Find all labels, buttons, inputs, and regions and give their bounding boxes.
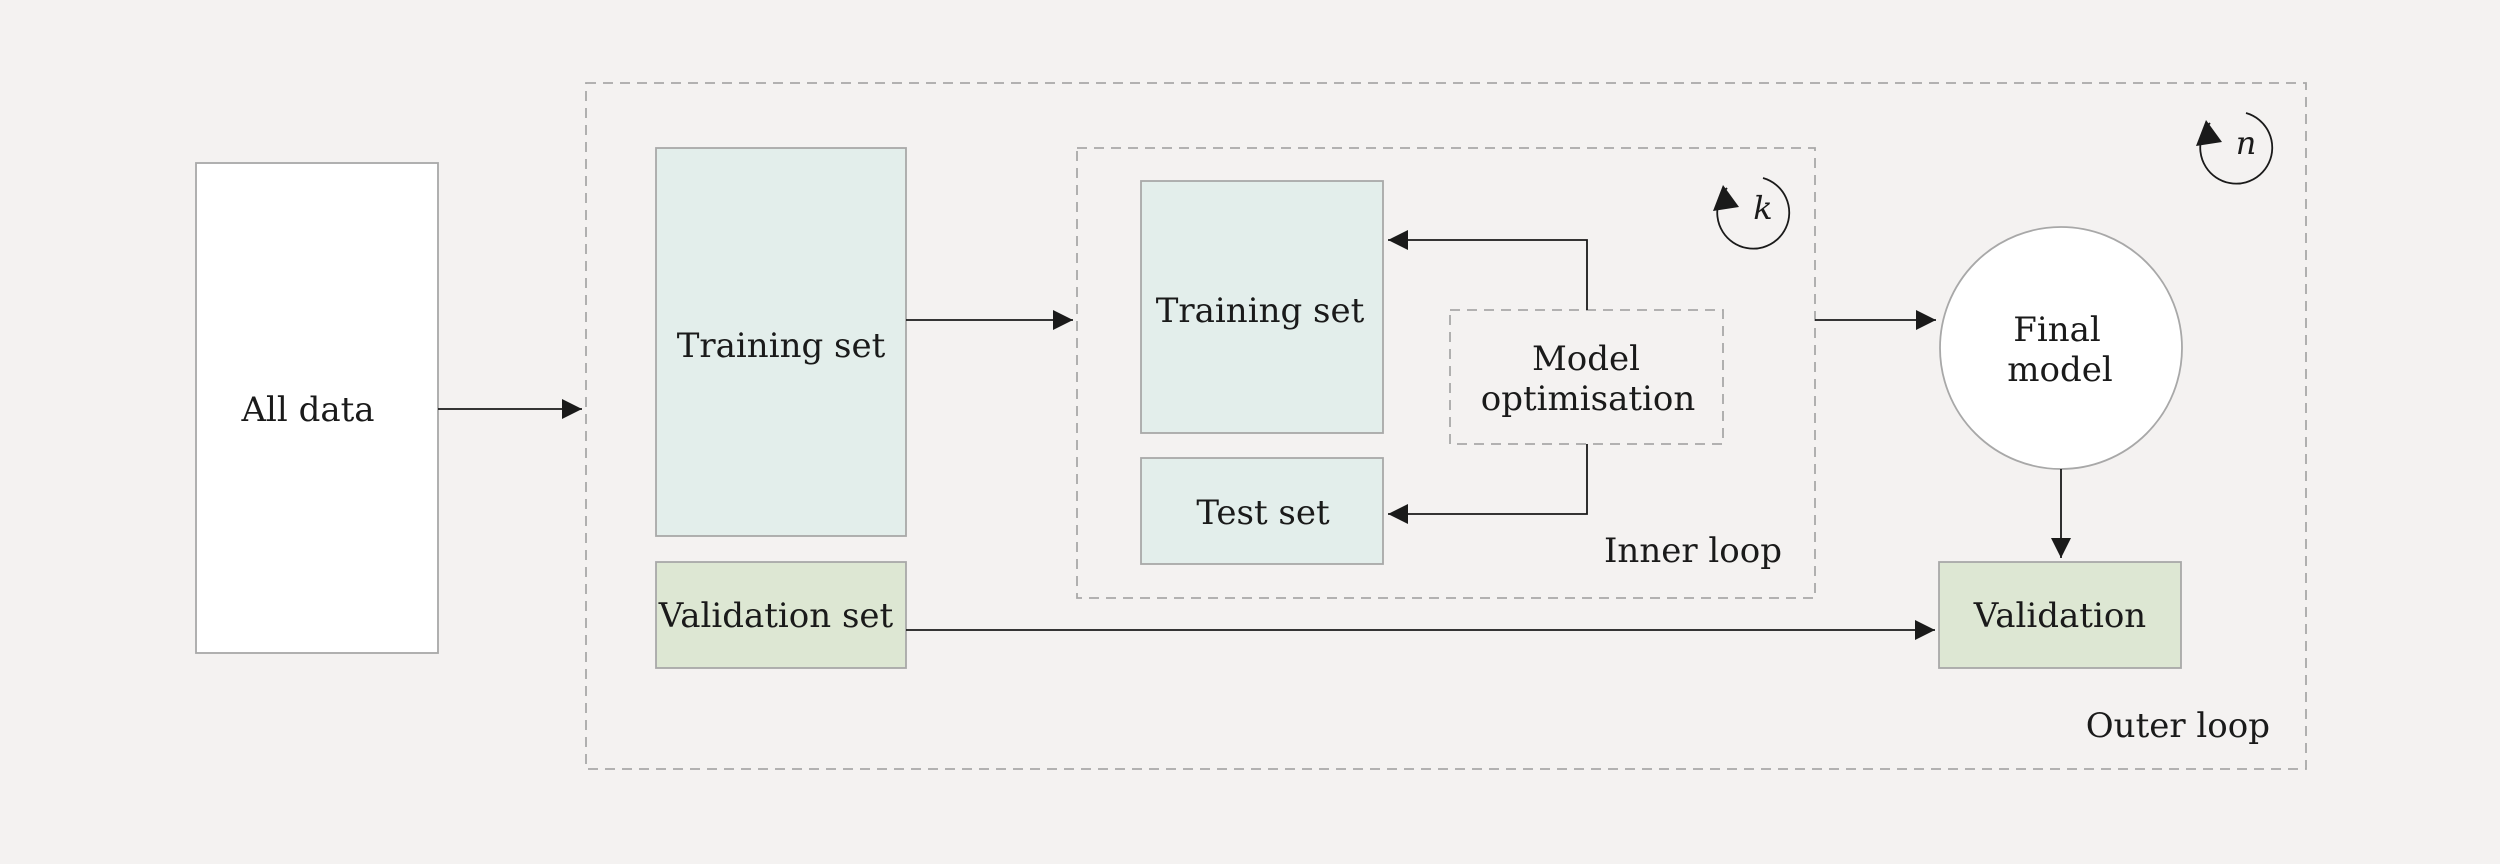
final-model-label-line1: Final (2013, 310, 2101, 350)
validation-label: Validation (1973, 596, 2146, 636)
outer-repeat-icon (2196, 112, 2274, 185)
inner-repeat-count: k (1753, 189, 1772, 227)
test-set-box (1140, 457, 1384, 565)
outer-loop-box (585, 82, 2307, 770)
outer-loop-label: Outer loop (2086, 706, 2270, 746)
inner-repeat-icon (1713, 177, 1791, 250)
inner-loop-box (1076, 147, 1816, 599)
all-data-label: All data (240, 390, 374, 430)
validation-set-label: Validation set (658, 596, 894, 636)
inner-loop-label: Inner loop (1604, 531, 1782, 571)
outer-training-set-label: Training set (677, 326, 886, 366)
inner-training-set-box (1140, 180, 1384, 434)
test-set-label: Test set (1196, 493, 1330, 533)
outer-training-set-box (655, 147, 907, 537)
arrow-optimisation-to-training-set (1388, 230, 1588, 310)
model-optimisation-label-line1: Model (1532, 339, 1640, 379)
all-data-box (195, 162, 439, 654)
validation-set-box (655, 561, 907, 669)
outer-repeat-count: n (2236, 124, 2257, 162)
final-model-label-line2: model (2007, 350, 2112, 390)
model-optimisation-label-line2: optimisation (1481, 379, 1696, 419)
inner-training-set-label: Training set (1156, 291, 1365, 331)
arrow-optimisation-to-test-set (1388, 444, 1588, 524)
validation-box (1938, 561, 2182, 669)
